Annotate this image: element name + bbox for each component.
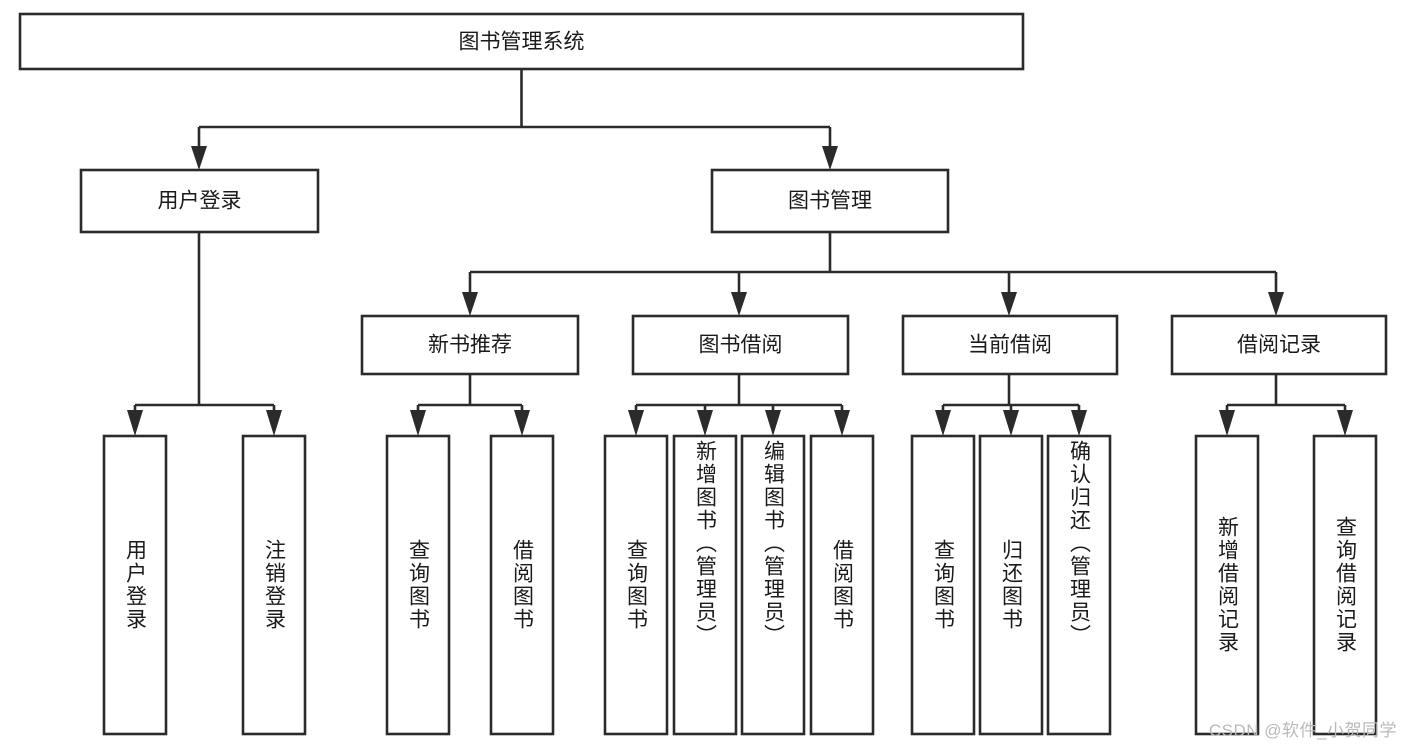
connector-newbook-to-leaves <box>410 374 530 436</box>
arrow-head-leaf-query-book-1 <box>410 410 426 436</box>
node-root[interactable]: 图书管理系统 <box>18 12 1025 71</box>
node-current-borrow-label: 当前借阅 <box>968 334 1052 357</box>
arrow-head-leaf-edit-book <box>765 410 781 436</box>
arrow-head-leaf-borrow-book-1 <box>514 410 530 436</box>
arrow-head-user-login <box>191 146 207 170</box>
node-leaf-borrow-book-2-box[interactable] <box>809 434 875 736</box>
node-root-box[interactable] <box>18 12 1025 71</box>
node-book-management-label: 图书管理 <box>788 190 872 213</box>
node-book-borrow[interactable]: 图书借阅 <box>631 314 850 376</box>
node-leaf-query-book-1-box[interactable] <box>385 434 451 736</box>
arrow-head-borrowrecord <box>1268 292 1284 316</box>
node-leaf-user-login-box[interactable] <box>102 434 168 736</box>
node-leaf-return-book-box[interactable] <box>978 434 1044 736</box>
node-user-login-label: 用户登录 <box>158 190 242 213</box>
arrow-head-leaf-borrow-book-2 <box>834 410 850 436</box>
node-leaf-query-record-box[interactable] <box>1312 434 1378 736</box>
node-leaf-confirm-return-box[interactable] <box>1046 434 1112 736</box>
node-leaf-add-record-box[interactable] <box>1194 434 1260 736</box>
node-borrow-record[interactable]: 借阅记录 <box>1170 314 1388 376</box>
node-leaf-user-logout-box[interactable] <box>241 434 307 736</box>
node-leaf-add-book-box[interactable] <box>672 434 738 736</box>
node-leaf-borrow-book-1-box[interactable] <box>489 434 555 736</box>
node-new-book-recommend-label: 新书推荐 <box>428 334 512 357</box>
node-current-borrow-box[interactable] <box>901 314 1119 376</box>
arrow-head-book-management <box>822 146 838 170</box>
arrow-head-leaf-add-book <box>697 410 713 436</box>
csdn-watermark: CSDN @软件_小贺同学 <box>1208 721 1397 740</box>
node-new-book-recommend[interactable]: 新书推荐 <box>360 314 580 376</box>
node-root-label: 图书管理系统 <box>459 31 585 54</box>
connector-userlogin-to-leaves <box>127 232 282 436</box>
arrow-head-leaf-return-book <box>1003 410 1019 436</box>
arrow-head-leaf-query-record <box>1337 410 1353 436</box>
node-user-login[interactable]: 用户登录 <box>79 168 320 234</box>
arrow-head-leaf-user-logout <box>266 410 282 436</box>
connector-bookborrow-to-leaves <box>628 374 850 436</box>
connector-borrowrecord-to-leaves <box>1219 374 1353 436</box>
node-book-borrow-box[interactable] <box>631 314 850 376</box>
arrow-head-leaf-add-record <box>1219 410 1235 436</box>
node-leaf-edit-book-box[interactable] <box>740 434 806 736</box>
node-book-management-box[interactable] <box>710 168 950 234</box>
node-leaf-query-book-2-box[interactable] <box>603 434 669 736</box>
arrow-head-leaf-query-book-2 <box>628 410 644 436</box>
arrow-head-currentborrow <box>1001 292 1017 316</box>
arrow-head-leaf-user-login <box>127 410 143 436</box>
arrow-head-leaf-confirm-return <box>1071 410 1087 436</box>
node-book-management[interactable]: 图书管理 <box>710 168 950 234</box>
node-leaf-query-book-3-box[interactable] <box>910 434 976 736</box>
connector-bookmgmt-to-level3 <box>462 232 1284 316</box>
node-borrow-record-label: 借阅记录 <box>1237 334 1321 357</box>
node-current-borrow[interactable]: 当前借阅 <box>901 314 1119 376</box>
connector-root-to-level2 <box>191 69 838 170</box>
arrow-head-leaf-query-book-3 <box>935 410 951 436</box>
connector-currentborrow-to-leaves <box>935 374 1087 436</box>
arrow-head-newbook <box>462 292 478 316</box>
node-borrow-record-box[interactable] <box>1170 314 1388 376</box>
node-user-login-box[interactable] <box>79 168 320 234</box>
arrow-head-bookborrow <box>731 292 747 316</box>
node-new-book-recommend-box[interactable] <box>360 314 580 376</box>
node-book-borrow-label: 图书借阅 <box>699 334 783 357</box>
